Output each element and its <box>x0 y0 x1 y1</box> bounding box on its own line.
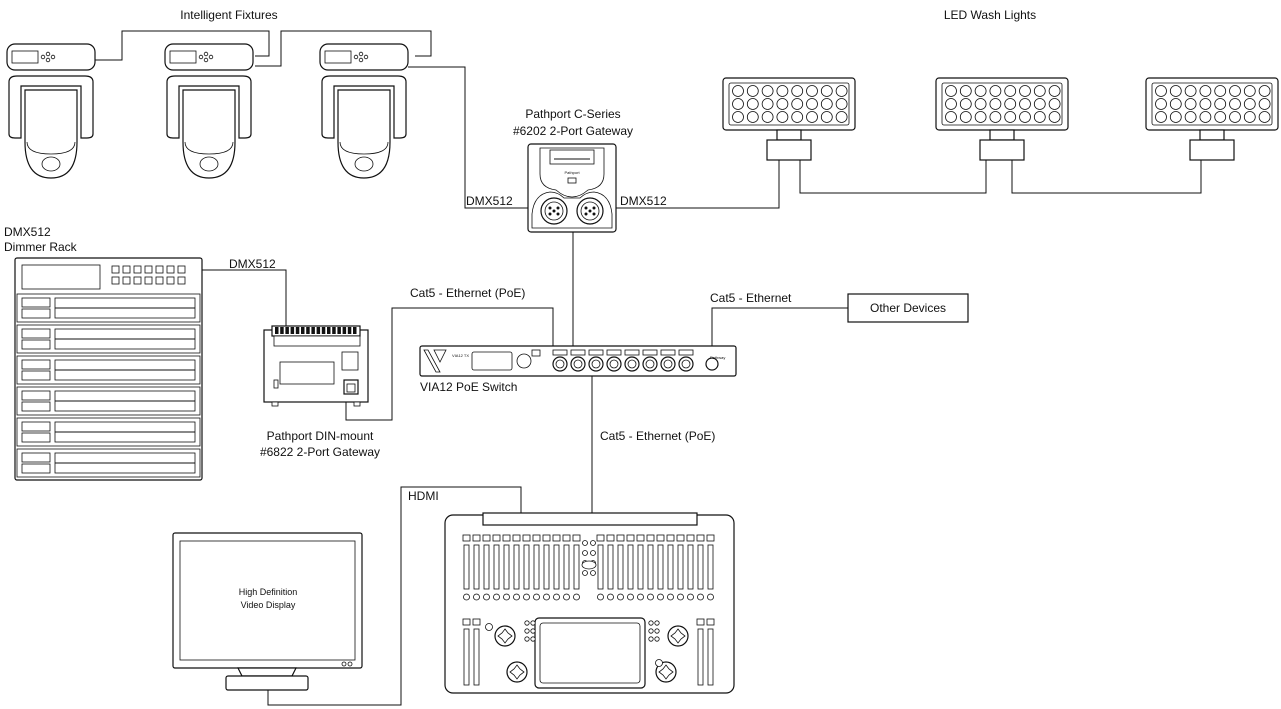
pathport-c-series-gateway: Pathport <box>527 143 617 233</box>
led-wash-light <box>935 77 1069 161</box>
cat5-poe-bottom-label: Cat5 - Ethernet (PoE) <box>600 429 715 443</box>
labels: Intelligent Fixtures LED Wash Lights Pat… <box>4 8 1036 610</box>
intelligent-fixture <box>6 43 96 179</box>
intelligent-fixture <box>164 43 254 179</box>
c-series-label-line1: Pathport C-Series <box>525 107 620 121</box>
dmx512-dimmer-rack <box>14 257 203 481</box>
dmx-left-label: DMX512 <box>466 194 513 208</box>
cable-led2-led3 <box>1011 160 1202 194</box>
rack-buttons <box>111 265 186 285</box>
via12-poe-switch: VIA12 TX Pathway <box>419 345 737 377</box>
dimmer-rack-label-line1: DMX512 <box>4 225 51 239</box>
din-mount-label-line2: #6822 2-Port Gateway <box>260 445 380 459</box>
cable-din-switch <box>345 307 554 421</box>
cable-led1-led2 <box>799 160 987 194</box>
led-wash-light <box>722 77 856 161</box>
cable-gateway-led1 <box>614 160 780 209</box>
din-mount-label-line1: Pathport DIN-mount <box>267 429 374 443</box>
c-series-label-line2: #6202 2-Port Gateway <box>513 124 633 138</box>
cable-rack-din <box>200 269 287 326</box>
cable-fixture2-fixture3 <box>255 30 432 67</box>
other-devices-box <box>847 293 969 323</box>
cables <box>95 30 1202 706</box>
via12-model-mark: VIA12 TX <box>452 353 469 358</box>
lighting-console <box>444 512 735 694</box>
cable-fixture1-fixture2 <box>95 30 270 61</box>
high-definition-video-display <box>172 532 363 691</box>
hdmi-label: HDMI <box>408 489 439 503</box>
cable-hdmi <box>267 486 522 706</box>
intelligent-fixtures-label: Intelligent Fixtures <box>180 8 277 22</box>
led-wash-lights-label: LED Wash Lights <box>944 8 1036 22</box>
display-label-line2: Video Display <box>241 600 296 610</box>
via12-brand-mark: Pathway <box>710 355 725 360</box>
led-wash-light <box>1145 77 1279 161</box>
dimmer-rack-label-line2: Dimmer Rack <box>4 240 78 254</box>
cat5-poe-top-label: Cat5 - Ethernet (PoE) <box>410 286 525 300</box>
pathport-din-mount-gateway <box>263 325 369 407</box>
display-label-line1: High Definition <box>239 587 298 597</box>
dmx-rack-link-label: DMX512 <box>229 257 276 271</box>
cat5-ethernet-label: Cat5 - Ethernet <box>710 291 792 305</box>
cable-switch-other <box>711 307 848 350</box>
dmx-right-label: DMX512 <box>620 194 667 208</box>
cable-fixture3-gateway <box>408 66 531 209</box>
c-series-brand: Pathport <box>564 170 580 175</box>
intelligent-fixture <box>319 43 409 179</box>
via12-switch-label: VIA12 PoE Switch <box>420 380 517 394</box>
other-devices-label: Other Devices <box>870 301 946 315</box>
